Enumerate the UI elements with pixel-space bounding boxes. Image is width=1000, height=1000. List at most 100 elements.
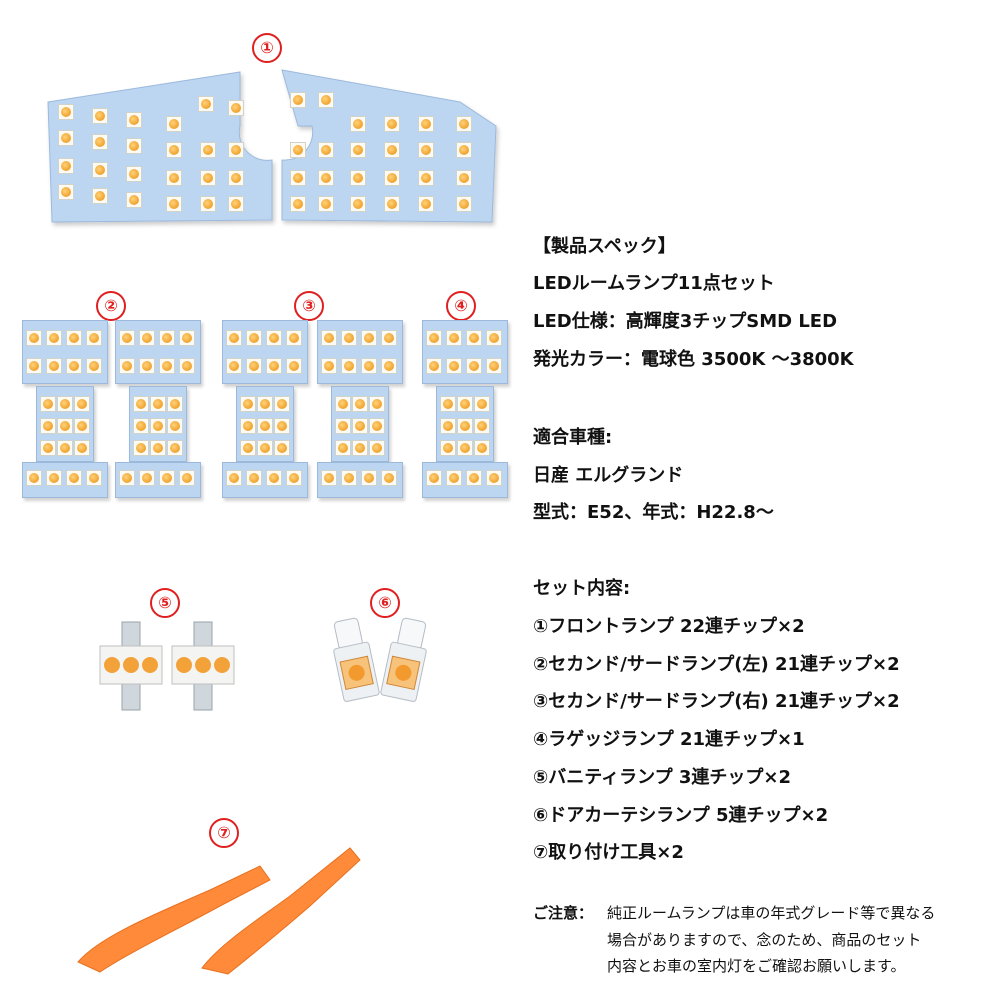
led-chip: [369, 440, 385, 456]
marker-4: ④: [446, 291, 476, 321]
led-chip: [126, 192, 142, 208]
led-chip: [466, 330, 482, 346]
notice-line-2: 場合がありますので、念のため、商品のセット: [607, 931, 922, 949]
set-item-3: ③セカンド/サードランプ(右) 21連チップ×2: [533, 691, 900, 712]
set-item-5: ⑤バニティランプ 3連チップ×2: [533, 767, 792, 788]
led-chip: [290, 196, 306, 212]
led-chip: [150, 396, 166, 412]
led-chip: [361, 470, 377, 486]
spec-heading: 【製品スペック】: [533, 236, 676, 257]
led-chip: [266, 330, 282, 346]
led-chip: [240, 418, 256, 434]
notice-label: ご注意：: [533, 904, 594, 922]
set-item-7: ⑦取り付け工具×2: [533, 842, 684, 863]
led-chip: [384, 170, 400, 186]
led-chip: [486, 330, 502, 346]
led-chip: [352, 418, 368, 434]
led-chip: [86, 330, 102, 346]
led-chip: [57, 418, 73, 434]
led-chip: [92, 108, 108, 124]
led-chip: [119, 470, 135, 486]
led-chip: [290, 92, 306, 108]
led-chip: [92, 188, 108, 204]
led-chip: [456, 170, 472, 186]
led-chip: [228, 170, 244, 186]
led-chip: [474, 418, 490, 434]
fit-car: 日産 エルグランド: [533, 465, 684, 486]
marker-2: ②: [96, 291, 126, 321]
led-chip: [286, 470, 302, 486]
led-chip: [266, 358, 282, 374]
led-chip: [290, 170, 306, 186]
led-chip: [456, 116, 472, 132]
led-chip: [341, 330, 357, 346]
led-chip: [352, 440, 368, 456]
led-chip: [226, 330, 242, 346]
led-chip: [341, 358, 357, 374]
led-chip: [381, 358, 397, 374]
led-chip: [246, 358, 262, 374]
led-chip: [274, 418, 290, 434]
led-chip: [361, 330, 377, 346]
led-chip: [228, 196, 244, 212]
led-chip: [341, 470, 357, 486]
led-chip: [456, 196, 472, 212]
led-chip: [58, 130, 74, 146]
led-chip: [457, 440, 473, 456]
led-chip: [166, 116, 182, 132]
spec-color: 発光カラー：電球色 3500K ～3800K: [533, 349, 854, 370]
led-chip: [86, 358, 102, 374]
led-chip: [274, 440, 290, 456]
led-chip: [486, 470, 502, 486]
led-chip: [286, 358, 302, 374]
led-chip: [440, 418, 456, 434]
marker-1: ①: [252, 33, 282, 63]
led-chip: [167, 418, 183, 434]
led-chip: [318, 170, 334, 186]
led-chip: [418, 116, 434, 132]
led-chip: [318, 92, 334, 108]
led-chip: [46, 358, 62, 374]
led-chip: [274, 396, 290, 412]
led-chip: [166, 196, 182, 212]
led-chip: [228, 100, 244, 116]
led-chip: [426, 330, 442, 346]
led-chip: [240, 440, 256, 456]
fit-model: 型式：E52、年式：H22.8～: [533, 502, 774, 523]
led-chip: [26, 358, 42, 374]
spec-led: LED仕様：高輝度3チップSMD LED: [533, 311, 838, 332]
led-chip: [150, 440, 166, 456]
led-chip: [361, 358, 377, 374]
led-chip: [228, 142, 244, 158]
marker-7: ⑦: [209, 818, 239, 848]
led-chip: [159, 330, 175, 346]
led-chip: [381, 330, 397, 346]
led-chip: [266, 470, 282, 486]
led-chip: [384, 196, 400, 212]
led-chip: [200, 170, 216, 186]
led-chip: [290, 142, 306, 158]
led-chip: [384, 142, 400, 158]
led-chip: [200, 142, 216, 158]
led-chip: [179, 358, 195, 374]
led-chip: [46, 470, 62, 486]
marker-3: ③: [294, 291, 324, 321]
led-chip: [226, 470, 242, 486]
led-chip: [474, 440, 490, 456]
led-chip: [418, 170, 434, 186]
led-chip: [167, 396, 183, 412]
led-chip: [133, 396, 149, 412]
notice-line-3: 内容とお車の室内灯をご確認お願いします。: [607, 957, 906, 975]
led-chip: [446, 470, 462, 486]
fit-label: 適合車種:: [533, 427, 613, 448]
led-chip: [126, 112, 142, 128]
led-chip: [58, 104, 74, 120]
led-chip: [150, 418, 166, 434]
led-chip: [246, 470, 262, 486]
vanity-lamps: [99, 621, 235, 711]
led-chip: [119, 330, 135, 346]
led-chip: [40, 418, 56, 434]
led-chip: [446, 358, 462, 374]
led-chip: [321, 470, 337, 486]
led-chip: [57, 440, 73, 456]
